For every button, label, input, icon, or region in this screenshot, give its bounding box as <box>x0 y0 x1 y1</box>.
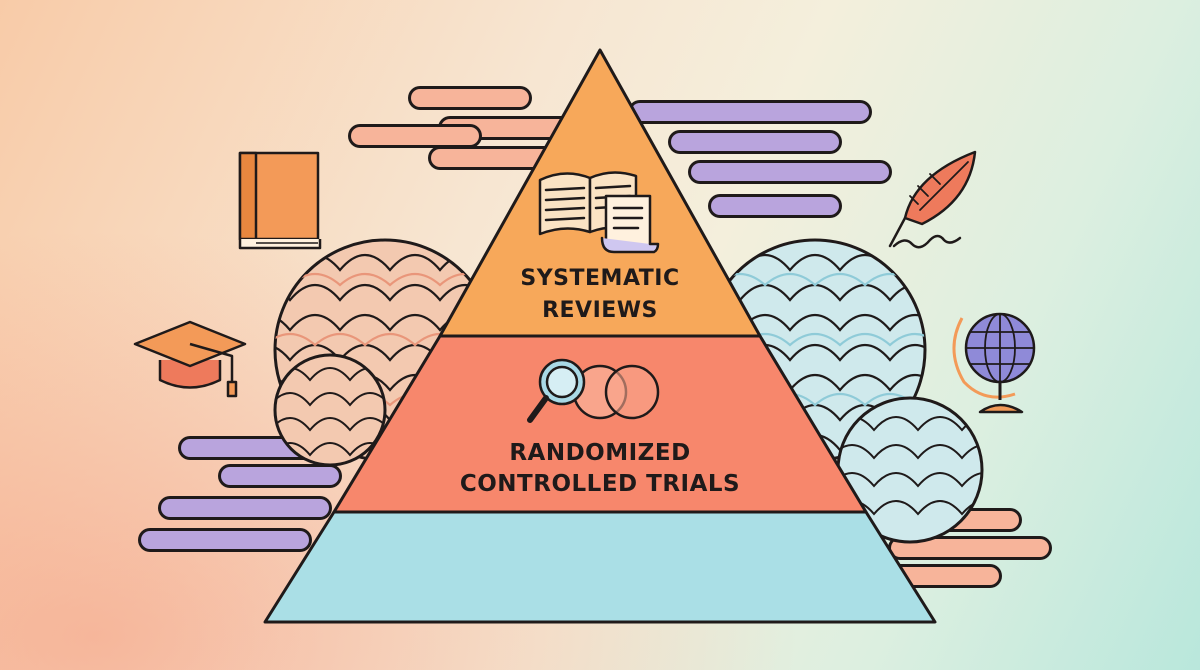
magnifier-venn-icon <box>527 358 660 423</box>
tier-top-label-line2: REVIEWS <box>542 298 658 323</box>
cloud-lavender-left <box>138 436 352 552</box>
tier-top-label-line1: SYSTEMATIC <box>520 266 679 291</box>
cloud-lavender-top <box>628 100 892 218</box>
closed-book-icon <box>238 151 322 250</box>
quill-icon <box>888 150 977 249</box>
cloud-peach-top <box>348 86 582 170</box>
open-book-and-scroll-icon <box>538 171 660 254</box>
tier-middle-label-line1: RANDOMIZED <box>509 440 690 466</box>
wave-bush-right-small <box>836 396 984 544</box>
tier-middle-label-line2: CONTROLLED TRIALS <box>460 471 740 497</box>
pyramid-tier-base <box>263 510 937 624</box>
globe-icon <box>952 312 1036 414</box>
graduation-cap-icon <box>133 320 247 398</box>
